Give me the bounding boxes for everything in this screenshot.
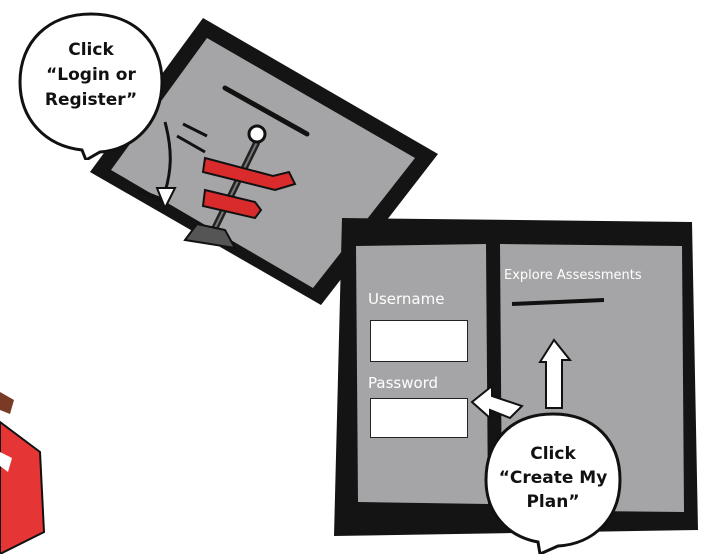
card-corner-illustration xyxy=(0,392,46,554)
username-label: Username xyxy=(368,290,444,308)
login-bubble-line-3: Register” xyxy=(16,88,166,113)
create-my-plan-bubble: Click “Create My Plan” xyxy=(478,410,628,554)
right-panel-title: Explore Assessments xyxy=(504,268,642,283)
login-bubble-line-1: Click xyxy=(16,38,166,63)
login-register-bubble: Click “Login or Register” xyxy=(16,10,166,160)
create-bubble-line-1: Click xyxy=(478,442,628,466)
create-bubble-line-3: Plan” xyxy=(478,490,628,514)
username-input[interactable] xyxy=(370,320,468,362)
create-bubble-line-2: “Create My xyxy=(478,466,628,490)
password-label: Password xyxy=(368,374,438,392)
password-input[interactable] xyxy=(370,398,468,438)
login-bubble-line-2: “Login or xyxy=(16,63,166,88)
